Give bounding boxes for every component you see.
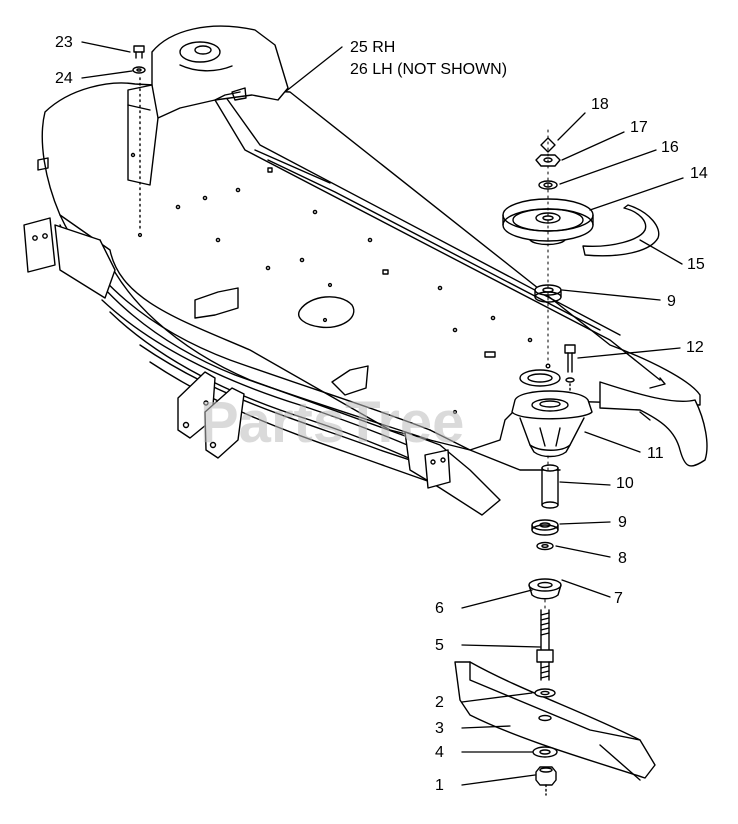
- deck-cutouts: [137, 167, 533, 415]
- spindle-mount-ring: [519, 363, 561, 387]
- washer-2: [534, 688, 556, 698]
- label-26: 26 LH (NOT SHOWN): [350, 61, 507, 78]
- watermark-logo: PartsTree: [200, 390, 464, 455]
- pulley-cover-25: [127, 25, 289, 186]
- label-14: 14: [690, 165, 708, 182]
- deflector-chute: [599, 377, 708, 467]
- label-6: 6: [435, 600, 444, 617]
- bolt-12: [564, 344, 576, 397]
- left-hanger-bracket: [23, 157, 116, 299]
- label-8: 8: [618, 550, 627, 567]
- washer-4: [532, 746, 558, 758]
- label-17: 17: [630, 119, 648, 136]
- label-7: 7: [614, 590, 623, 607]
- spindle-cup-6-7: [528, 578, 562, 600]
- bolt-23: [133, 45, 145, 59]
- label-18: 18: [591, 96, 609, 113]
- blade-3: [454, 661, 656, 781]
- label-1: 1: [435, 777, 444, 794]
- label-2: 2: [435, 694, 444, 711]
- label-10: 10: [616, 475, 634, 492]
- label-5: 5: [435, 637, 444, 654]
- label-15: 15: [687, 256, 705, 273]
- washer-24: [132, 66, 146, 231]
- label-3: 3: [435, 720, 444, 737]
- label-4: 4: [435, 744, 444, 761]
- label-11: 11: [647, 445, 664, 462]
- label-16: 16: [661, 139, 679, 156]
- belt-guard-15: [582, 204, 660, 257]
- label-12: 12: [686, 339, 704, 356]
- spindle-shaft-5: [536, 609, 554, 681]
- nut-18: [540, 137, 556, 153]
- callout-labels: 23 24 25 RH 26 LH (NOT SHOWN) 18 17 16 1…: [55, 34, 708, 794]
- nut-1: [535, 766, 557, 796]
- label-9-upper: 9: [667, 293, 676, 310]
- leader-lines: [81, 41, 684, 786]
- discharge-bracket: [404, 431, 501, 516]
- spacer-10: [541, 464, 559, 509]
- label-24: 24: [55, 70, 73, 87]
- mower-deck-housing: [41, 82, 701, 497]
- front-hanger-brackets: [177, 371, 245, 459]
- seal-8: [536, 541, 554, 551]
- label-23: 23: [55, 34, 73, 51]
- spindle-housing-11: [511, 390, 593, 458]
- bearing-9-lower: [531, 519, 559, 536]
- label-25: 25 RH: [350, 39, 395, 56]
- label-9-lower: 9: [618, 514, 627, 531]
